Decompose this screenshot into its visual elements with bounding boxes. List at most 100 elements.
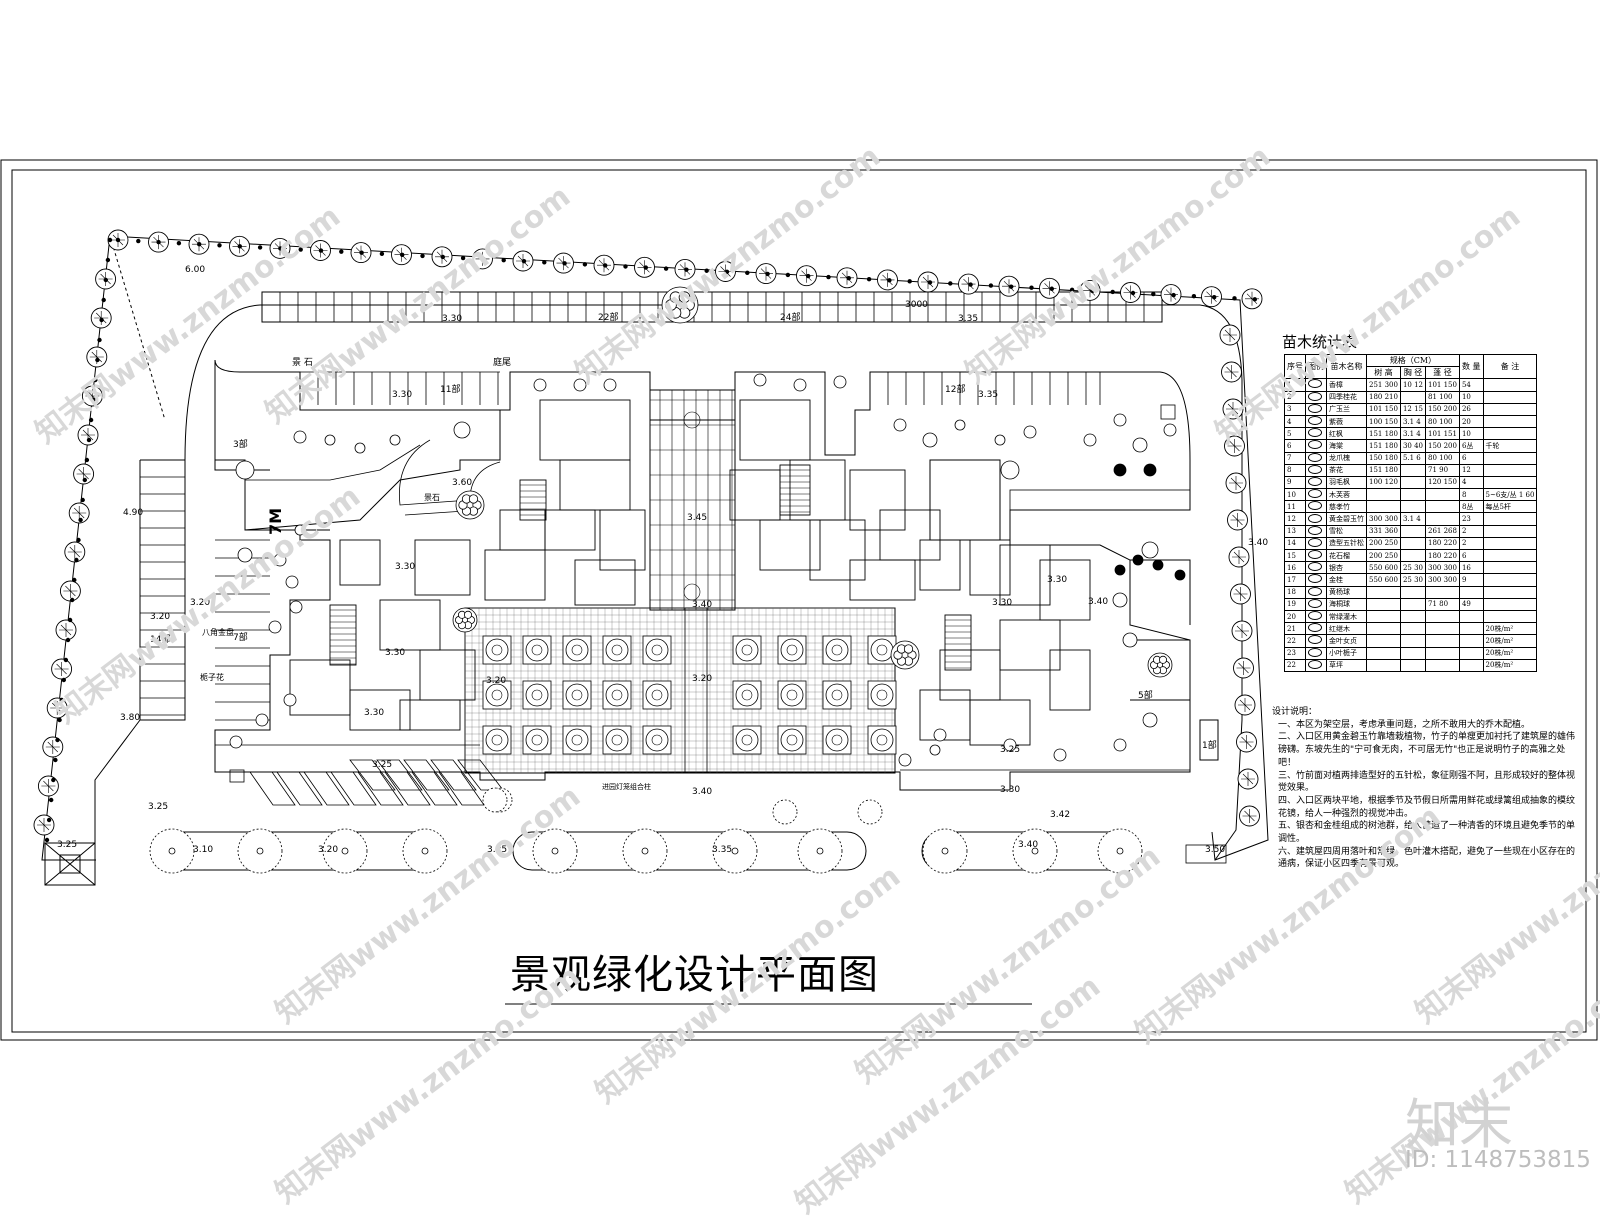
hedge-dot: [927, 280, 933, 285]
row-dbh: [1399, 548, 1427, 563]
row-crown: 150 200: [1425, 439, 1460, 453]
tree-pool-icon: [482, 680, 512, 710]
row-tree-icon: [1012, 828, 1058, 874]
hedge-dot: [59, 697, 64, 703]
row-remark: [1482, 536, 1538, 551]
row-dbh: [1399, 536, 1427, 551]
elevation-label: 3.80: [120, 713, 141, 723]
room-block: [919, 539, 961, 591]
note-item: 五、银杏和金桂组成的树池群，给人营造了一种清香的环境且避免季节的单调性。: [1278, 821, 1576, 845]
elevation-label: 3.35: [958, 314, 979, 324]
elevation-label: 3.40: [692, 787, 713, 797]
elevation-label: 3.20: [486, 676, 507, 686]
row-no: 22: [1284, 634, 1306, 648]
shrub-icon: [922, 432, 938, 448]
plant-symbol-icon: [1308, 440, 1322, 450]
row-qty: 54: [1458, 378, 1484, 392]
row-height: [1366, 634, 1401, 648]
row-height: [1366, 585, 1401, 599]
row-legend: [1305, 573, 1327, 587]
room-block: [419, 649, 476, 701]
shrub-icon: [1141, 541, 1159, 559]
stairwell-icon: [944, 614, 972, 671]
col-dbh: 胸 径: [1399, 366, 1427, 380]
shrub-icon: [1152, 559, 1164, 571]
elevation-label: 3.25: [1000, 745, 1021, 755]
plant-symbol-icon: [1308, 647, 1322, 657]
room-block: [999, 544, 1051, 606]
tree-pool-icon: [602, 635, 632, 665]
hedge-dot: [74, 557, 79, 563]
tree-icon: [46, 697, 68, 719]
tree-icon: [1225, 472, 1247, 494]
row-height: [1366, 500, 1401, 514]
row-no: 21: [1284, 622, 1306, 636]
tree-icon: [68, 502, 90, 524]
hedge-dot: [65, 637, 71, 643]
row-dbh: 25 30: [1399, 573, 1427, 587]
room-block: [349, 689, 411, 731]
shrub-icon: [273, 553, 287, 567]
hedge-dot: [785, 272, 791, 278]
hedge-dot: [339, 249, 344, 254]
row-legend: [1305, 634, 1327, 648]
row-legend: [1305, 585, 1327, 599]
plant-symbol-icon: [1308, 623, 1322, 633]
plant-label: 八角金盘: [202, 628, 234, 637]
elevation-label: 3.25: [148, 802, 169, 812]
row-height: 100 150: [1366, 414, 1401, 429]
hedge-dot: [61, 677, 66, 683]
parking-count-label: 14部: [150, 635, 171, 645]
row-remark: [1482, 585, 1538, 599]
tree-icon: [1233, 657, 1254, 679]
tree-pool-icon: [562, 635, 592, 665]
row-crown: 150 200: [1425, 402, 1460, 416]
hedge-dot: [57, 717, 62, 723]
plant-symbol-icon: [1308, 550, 1322, 560]
row-qty: 6: [1458, 451, 1484, 465]
row-dbh: [1399, 463, 1427, 477]
hedge-dot: [99, 317, 104, 323]
shrub-icon: [1113, 463, 1127, 477]
row-height: [1366, 597, 1401, 611]
row-no: 17: [1284, 573, 1306, 587]
row-no: 4: [1284, 414, 1306, 429]
shrub-icon: [753, 373, 767, 387]
tree-pool-icon: [822, 680, 852, 710]
stone-label: 景 石: [292, 358, 313, 368]
row-remark: [1482, 573, 1538, 587]
shrub-icon: [453, 421, 471, 439]
hedge-dot: [298, 247, 303, 252]
row-name: 香樟: [1326, 378, 1367, 392]
shrub-icon: [1053, 748, 1067, 762]
hedge-dot: [562, 261, 567, 266]
tree-icon: [1228, 546, 1250, 568]
tree-pool-icon: [822, 725, 852, 755]
image-id: ID: 1148753815: [1405, 1147, 1591, 1173]
row-legend: [1305, 463, 1327, 477]
tree-icon: [81, 385, 103, 407]
hedge-dot: [105, 257, 111, 263]
row-crown: 80 100: [1425, 414, 1460, 429]
hedge-dot: [78, 517, 83, 523]
col-spec: 规格（CM）: [1366, 353, 1460, 368]
row-legend: [1305, 548, 1327, 563]
elevation-label: 3.30: [392, 390, 413, 400]
row-remark: 20株/m²: [1482, 622, 1538, 636]
hedge-dot: [1049, 286, 1055, 291]
room-block: [1049, 649, 1091, 711]
shrub-icon: [603, 378, 617, 392]
row-no: 5: [1284, 427, 1306, 441]
tree-icon: [1079, 279, 1101, 301]
row-no: 23: [1284, 646, 1306, 660]
row-qty: 2: [1458, 536, 1484, 551]
shrub-icon: [1132, 554, 1144, 566]
room-block: [379, 599, 441, 651]
room-block: [809, 519, 866, 581]
elevation-label: 3.30: [1000, 785, 1021, 795]
tree-pool-icon: [602, 725, 632, 755]
hedge-dot: [97, 337, 102, 343]
